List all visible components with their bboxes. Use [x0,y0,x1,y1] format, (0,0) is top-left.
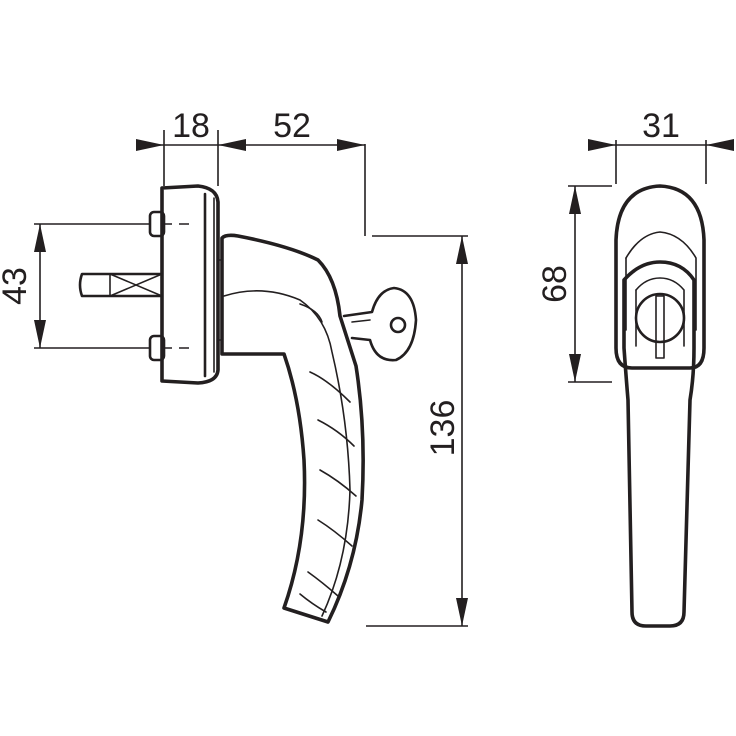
upper-screw [148,210,196,238]
dim-handle-length: 136 [366,235,468,627]
dim-label-31: 31 [642,107,680,145]
dimension-lines: 18 52 43 136 [0,107,734,627]
dim-handle-projection: 52 [246,107,366,236]
base-plate [160,184,220,385]
dim-plate-depth: 18 [136,107,246,186]
dim-spindle-spacing: 43 [0,223,150,349]
dim-label-68: 68 [536,265,574,303]
dim-rose-height: 68 [536,185,612,383]
front-view [614,184,706,628]
square-spindle [78,272,164,298]
lower-screw [148,334,196,362]
dim-label-52: 52 [273,107,311,145]
dim-label-43: 43 [0,267,34,305]
dim-rose-width: 31 [588,107,734,184]
lock-cylinder [634,292,686,344]
dim-label-18: 18 [172,107,210,145]
side-view [78,184,418,624]
dim-label-136: 136 [424,400,462,457]
front-lever [622,260,696,628]
handle-lever [217,233,365,624]
key [342,286,418,362]
